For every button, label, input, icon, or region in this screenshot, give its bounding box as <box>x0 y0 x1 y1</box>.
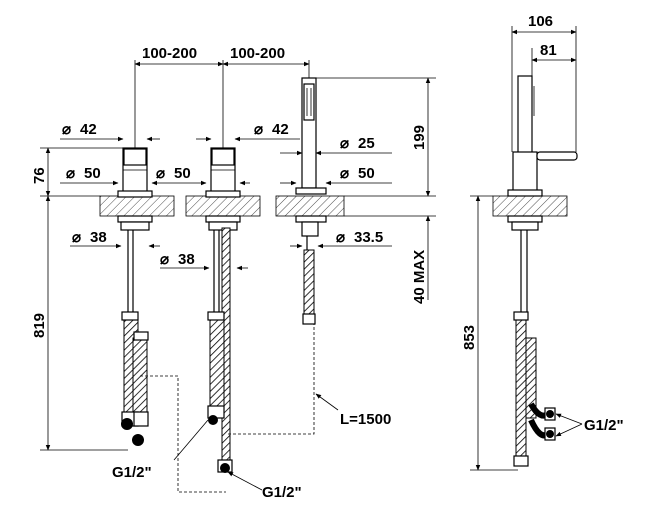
label-dia-50-left: 50 <box>84 165 101 182</box>
diameter-symbol: ⌀ <box>336 229 345 246</box>
hand-shower <box>295 77 327 325</box>
dimension-labels: 100-200 100-200 ⌀ 42 ⌀ 42 ⌀ 25 ⌀ 50 ⌀ 50… <box>31 13 624 501</box>
label-spacing-left: 100-200 <box>142 45 197 62</box>
label-thread-left: G1/2" <box>112 464 152 481</box>
label-height-76: 76 <box>31 167 48 184</box>
mixer-mid <box>205 147 241 473</box>
diameter-symbol: ⌀ <box>160 251 169 268</box>
diameter-symbol: ⌀ <box>340 165 349 182</box>
label-thread-side: G1/2" <box>584 417 624 434</box>
label-width-81: 81 <box>540 42 557 59</box>
label-dia-33-5: 33.5 <box>354 229 383 246</box>
diameter-symbol: ⌀ <box>254 121 263 138</box>
label-dia-42-mid: 42 <box>272 121 289 138</box>
diameter-symbol: ⌀ <box>72 229 81 246</box>
mixer-left <box>117 147 153 446</box>
label-spacing-right: 100-200 <box>230 45 285 62</box>
label-dia-50-right: 50 <box>358 165 375 182</box>
label-dia-38-mid: 38 <box>178 251 195 268</box>
label-width-106: 106 <box>528 13 553 30</box>
label-dia-50-mid: 50 <box>174 165 191 182</box>
side-view <box>507 75 578 467</box>
dashed-piping <box>140 324 315 493</box>
label-hose-length: L=1500 <box>340 411 391 428</box>
diameter-symbol: ⌀ <box>156 165 165 182</box>
label-height-853: 853 <box>461 325 478 350</box>
diameter-symbol: ⌀ <box>340 135 349 152</box>
diameter-symbol: ⌀ <box>66 165 75 182</box>
dimension-lines <box>40 26 583 491</box>
diameter-symbol: ⌀ <box>62 121 71 138</box>
label-height-819: 819 <box>31 313 48 338</box>
label-height-199: 199 <box>411 125 428 150</box>
label-dia-42-left: 42 <box>80 121 97 138</box>
deck-slab-right <box>275 195 345 217</box>
label-dia-38-left: 38 <box>90 229 107 246</box>
deck-slab-left <box>99 195 175 217</box>
deck-slabs <box>99 195 568 217</box>
label-max-40: 40 MAX <box>411 250 428 304</box>
label-thread-mid: G1/2" <box>262 484 302 501</box>
deck-slab-mid <box>185 195 261 217</box>
deck-slab-side <box>492 195 568 217</box>
label-dia-25: 25 <box>358 135 375 152</box>
